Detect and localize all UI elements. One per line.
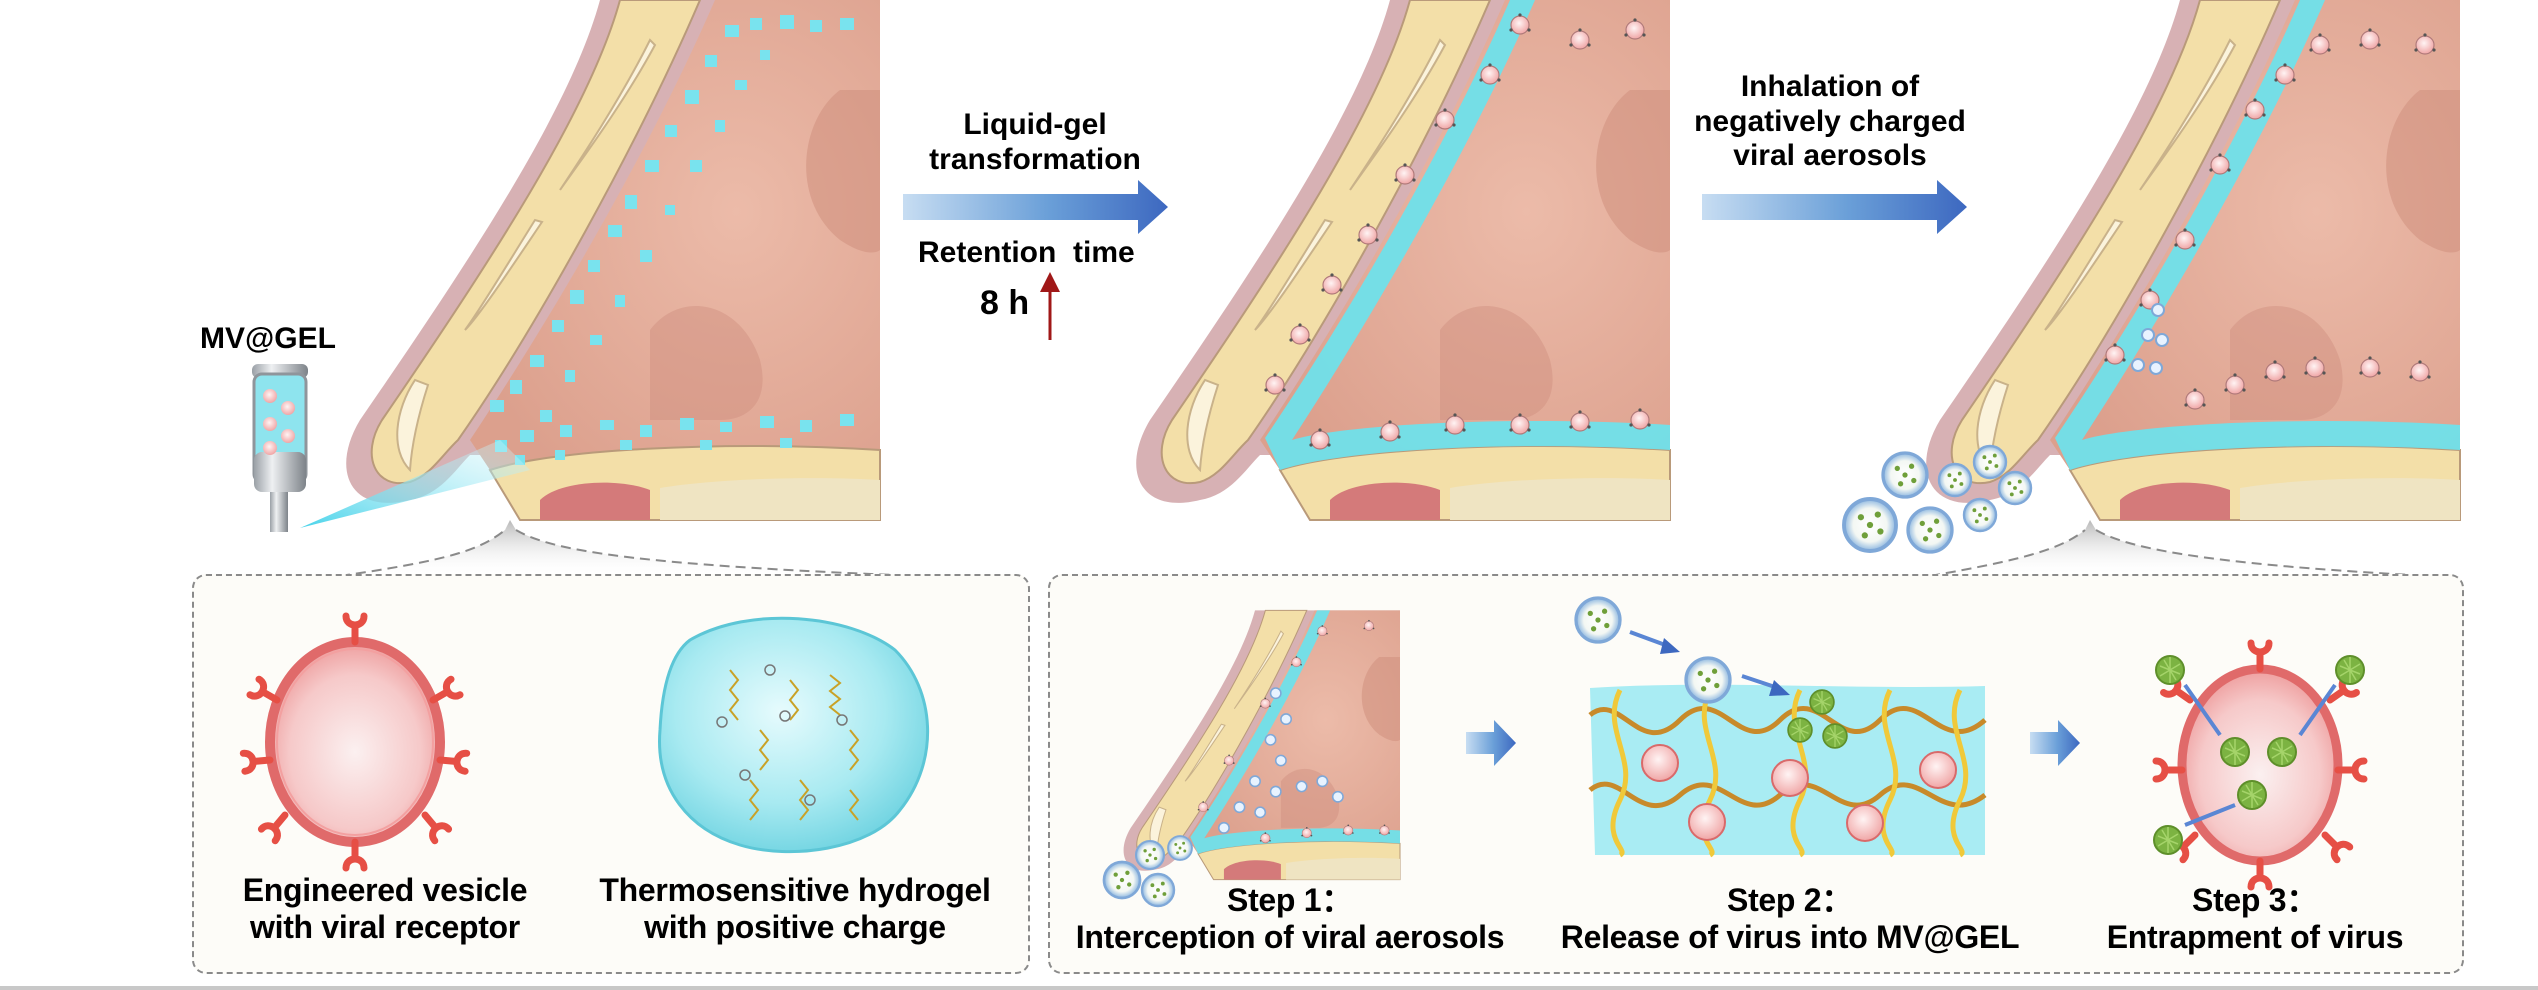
step-3-caption: Step 3： Entrapment of virus (2060, 882, 2450, 956)
transition-2-text: Inhalation of negatively charged viral a… (1680, 70, 1980, 174)
spray-product-label: MV@GEL (200, 322, 336, 355)
hydrogel-blob-illustration (658, 616, 929, 854)
engineered-vesicle-illustration (255, 620, 455, 865)
embedded-vesicles (1641, 744, 1957, 842)
step-3-vesicle-entrapment-illustration (2150, 640, 2370, 890)
transition-2-line3: viral aerosols (1733, 139, 1927, 172)
nose-illustration-liquid-stage (345, 0, 882, 521)
spray-mist (300, 440, 530, 528)
step-description: Interception of viral aerosols (1075, 918, 1505, 955)
intercepted-aerosols (1217, 687, 1344, 834)
callout-connector-left (339, 520, 921, 577)
positive-charge-icons (716, 664, 848, 806)
step-arrow-2-to-3 (2030, 720, 2080, 766)
transition-2-line2: negatively charged (1694, 104, 1966, 138)
step-2-caption: Step 2： Release of virus into MV@GEL (1555, 882, 2025, 956)
increase-arrow-icon (1040, 272, 1060, 340)
transition-1-line2: transformation (929, 142, 1141, 176)
component-caption-vesicle: Engineered vesicle with viral receptor (205, 872, 565, 946)
nose-illustration-gel-stage (1135, 0, 1671, 521)
transition-1-line1: Liquid-gel (963, 108, 1107, 141)
inhaled-aerosols-in-nose (2131, 303, 2169, 375)
retention-time-value: 8 h (980, 284, 1030, 322)
step-title: Step 2： (1727, 882, 1853, 918)
transition-1-arrow (903, 180, 1168, 234)
step-arrow-1-to-2 (1466, 720, 1516, 766)
transition-2-arrow (1702, 180, 1967, 234)
caption-line: Engineered vesicle (242, 872, 528, 908)
bottom-border-strip (0, 986, 2538, 990)
caption-line: Thermosensitive hydrogel (599, 872, 991, 908)
transition-2-line1: Inhalation of (1740, 70, 1920, 103)
step-title: Step 3： (2192, 882, 2318, 918)
transition-1-text: Liquid-gel transformation (905, 108, 1165, 177)
step-2-gel-network-illustration (1574, 596, 1987, 858)
step-description: Entrapment of virus (2106, 918, 2404, 955)
spray-bottle-icon (252, 364, 308, 532)
nose-illustration-aerosol-stage (1925, 0, 2461, 521)
entry-arrows (2183, 683, 2337, 827)
step-1-nose-illustration (1123, 609, 1401, 881)
component-caption-hydrogel: Thermosensitive hydrogel with positive c… (585, 872, 1005, 946)
step-description: Release of virus into MV@GEL (1560, 918, 2020, 955)
step-1-caption: Step 1： Interception of viral aerosols (1060, 882, 1520, 956)
motion-arrows (1629, 630, 1790, 696)
retention-time-label: Retention time (918, 236, 1135, 269)
caption-line: with positive charge (644, 908, 946, 945)
polymer-chains (728, 669, 860, 821)
callout-connector-right (1929, 520, 2431, 577)
step-title: Step 1： (1227, 882, 1353, 918)
liquid-gel-droplets (490, 15, 854, 465)
caption-line: with viral receptor (250, 908, 520, 945)
